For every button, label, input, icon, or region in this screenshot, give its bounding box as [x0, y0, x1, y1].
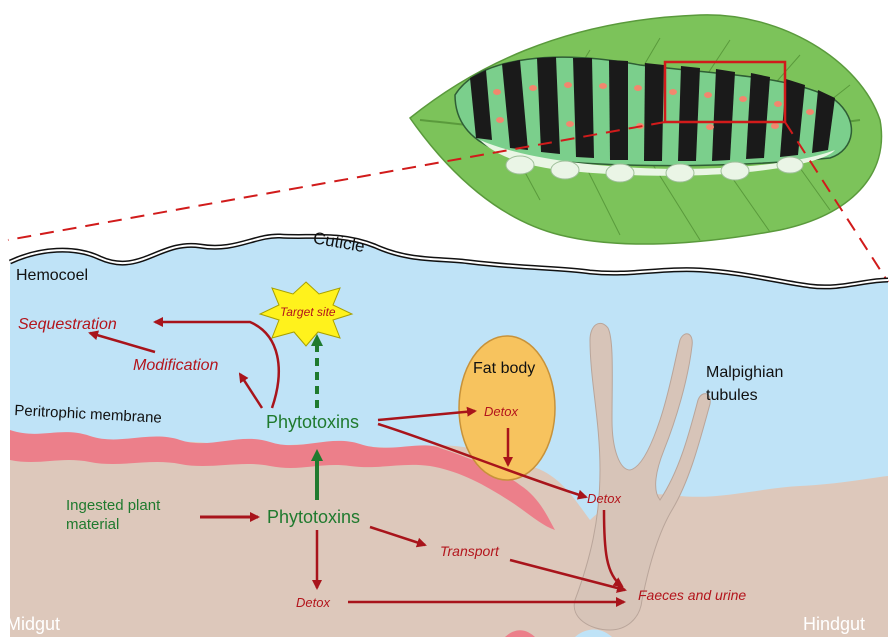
- label-hindgut: Hindgut: [803, 614, 865, 634]
- label-malpighian-2: tubules: [706, 387, 758, 404]
- label-detox-tubule: Detox: [587, 491, 621, 506]
- label-faeces-urine: Faeces and urine: [638, 587, 746, 603]
- label-transport: Transport: [440, 543, 500, 559]
- label-hemocoel: Hemocoel: [16, 267, 88, 284]
- label-ingested-2: material: [66, 516, 119, 533]
- label-phytotoxins-lower: Phytotoxins: [267, 507, 360, 527]
- label-detox-fat: Detox: [484, 404, 518, 419]
- label-fat-body: Fat body: [473, 360, 535, 377]
- label-phytotoxins-upper: Phytotoxins: [266, 412, 359, 432]
- label-detox-gut: Detox: [296, 595, 330, 610]
- label-malpighian-1: Malpighian: [706, 364, 783, 381]
- label-modification: Modification: [133, 357, 218, 374]
- label-ingested-1: Ingested plant: [66, 497, 161, 514]
- label-target-site: Target site: [280, 305, 336, 319]
- label-sequestration: Sequestration: [18, 316, 117, 333]
- label-midgut: Midgut: [6, 614, 60, 634]
